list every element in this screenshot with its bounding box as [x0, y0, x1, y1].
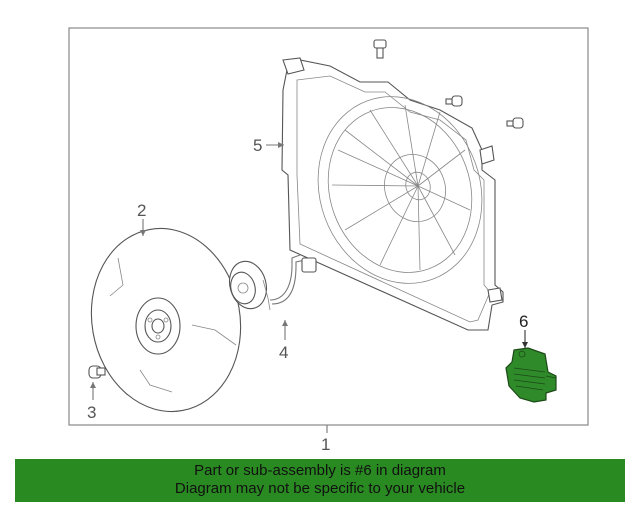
fan-blade — [90, 227, 242, 413]
notice-banner: Part or sub-assembly is #6 in diagram Di… — [15, 459, 625, 502]
callout-6-arrow — [522, 342, 528, 348]
callout-2-arrow — [140, 230, 146, 236]
fan-bolt — [88, 365, 106, 379]
fan-control-module — [505, 347, 557, 403]
callout-4-arrow — [282, 320, 288, 326]
callout-3: 3 — [87, 403, 96, 422]
callout-5: 5 — [253, 136, 262, 155]
parts-diagram: 1 5 — [68, 27, 589, 454]
callout-2: 2 — [137, 201, 146, 220]
callout-5-arrow — [278, 142, 284, 148]
callout-3-arrow — [90, 382, 96, 388]
fan-motor — [228, 254, 317, 311]
diagram-frame — [68, 27, 589, 426]
bolt-top — [373, 39, 387, 59]
callout-6: 6 — [519, 312, 528, 331]
notice-line-1: Part or sub-assembly is #6 in diagram — [194, 462, 446, 479]
callout-4: 4 — [279, 343, 288, 362]
fan-shroud — [281, 57, 504, 331]
bolt-right-2 — [506, 117, 524, 129]
callout-1: 1 — [321, 435, 330, 454]
bolt-right-1 — [445, 95, 463, 107]
notice-line-2: Diagram may not be specific to your vehi… — [174, 480, 466, 497]
